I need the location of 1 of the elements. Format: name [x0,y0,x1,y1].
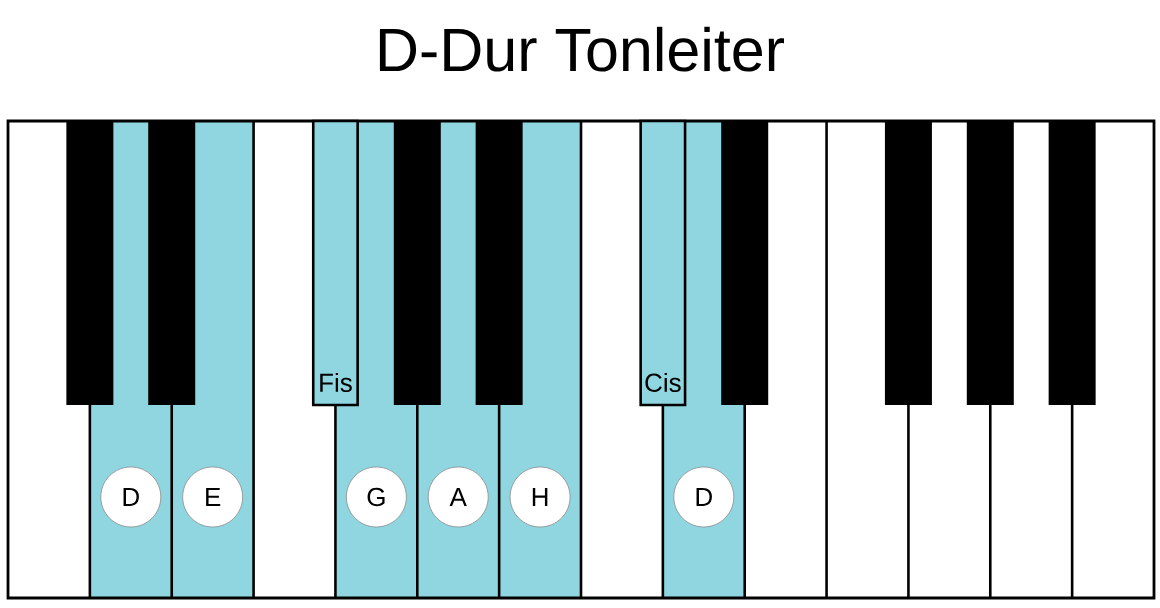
title: D-Dur Tonleiter [379,26,784,72]
